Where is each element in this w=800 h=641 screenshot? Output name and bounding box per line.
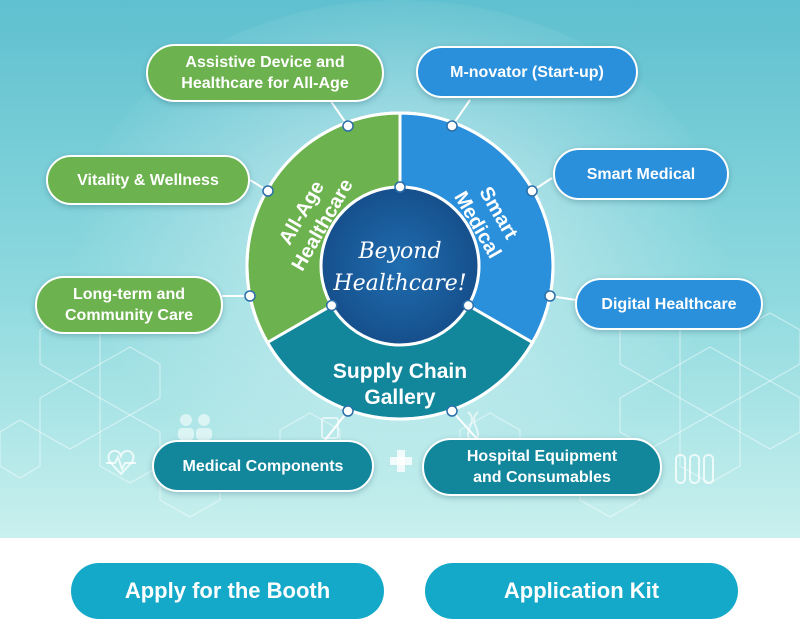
- category-digital-healthcare: Digital Healthcare: [575, 278, 763, 330]
- application-kit-label: Application Kit: [503, 578, 660, 603]
- connector-dots: [244, 120, 556, 417]
- center-title-line1: Beyond: [357, 239, 441, 264]
- diagram-background: All-Age Healthcare Smart Medical Supply …: [0, 0, 800, 538]
- category-longterm-care: Long-term and Community Care: [35, 276, 223, 334]
- category-assistive-device: Assistive Device and Healthcare for All-…: [146, 44, 384, 102]
- category-mnovator: M-novator (Start-up): [416, 46, 638, 98]
- category-smart-medical-label: Smart Medical: [586, 165, 696, 183]
- category-hospital-line1: Hospital Equipment: [466, 448, 618, 465]
- apply-booth-button[interactable]: Apply for the Booth: [71, 563, 384, 619]
- category-vitality-label: Vitality & Wellness: [77, 171, 219, 189]
- doctors-icon: [178, 414, 212, 440]
- category-assistive-line2: Healthcare for All-Age: [181, 75, 349, 92]
- heart-monitor-icon: [106, 449, 136, 476]
- plus-icon: [390, 450, 412, 472]
- category-vitality-wellness: Vitality & Wellness: [46, 155, 250, 205]
- apply-booth-label: Apply for the Booth: [124, 578, 331, 603]
- category-longterm-line2: Community Care: [64, 307, 194, 324]
- category-smart-medical: Smart Medical: [553, 148, 729, 200]
- category-hospital-equipment: Hospital Equipment and Consumables: [422, 438, 662, 496]
- segment-label-supply-line2: Gallery: [364, 386, 436, 409]
- clipboard-icon: [321, 417, 339, 439]
- test-tubes-icon: [675, 454, 714, 484]
- segment-label-supply-line1: Supply Chain: [333, 360, 467, 383]
- category-digital-healthcare-label: Digital Healthcare: [601, 295, 737, 313]
- category-hospital-line2: and Consumables: [473, 469, 611, 486]
- category-medical-components-label: Medical Components: [182, 457, 344, 475]
- category-mnovator-label: M-novator (Start-up): [450, 63, 604, 81]
- category-assistive-line1: Assistive Device and: [185, 54, 345, 71]
- category-longterm-line1: Long-term and: [73, 286, 185, 303]
- application-kit-button[interactable]: Application Kit: [425, 563, 738, 619]
- center-title-line2: Healthcare!: [332, 271, 466, 296]
- center-circle: [319, 185, 481, 347]
- category-medical-components: Medical Components: [152, 440, 374, 492]
- diagram-ring: [245, 111, 555, 421]
